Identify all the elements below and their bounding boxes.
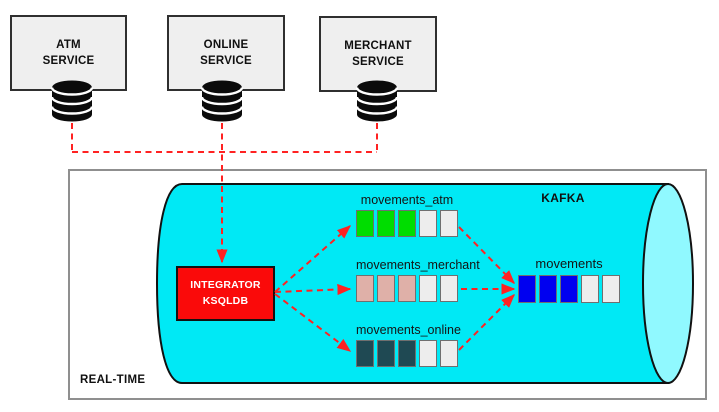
empty-cell bbox=[440, 275, 458, 302]
topic-movements-atm-partitions bbox=[356, 210, 458, 237]
atm-database-icon bbox=[51, 80, 93, 122]
empty-cell bbox=[419, 210, 437, 237]
message-cell bbox=[377, 340, 395, 367]
topic-movements-merchant-partitions bbox=[356, 275, 458, 302]
realtime-label: REAL-TIME bbox=[80, 374, 146, 386]
message-cell bbox=[518, 275, 536, 303]
online-database-icon bbox=[201, 80, 243, 122]
message-cell bbox=[356, 275, 374, 302]
topic-movements-atm: movements_atm bbox=[356, 193, 458, 237]
empty-cell bbox=[419, 275, 437, 302]
topic-movements-partitions bbox=[518, 275, 620, 303]
message-cell bbox=[398, 275, 416, 302]
message-cell bbox=[377, 210, 395, 237]
empty-cell bbox=[581, 275, 599, 303]
empty-cell bbox=[419, 340, 437, 367]
integrator-ksqldb-box: INTEGRATOR KSQLDB bbox=[176, 266, 275, 321]
message-cell bbox=[356, 210, 374, 237]
kafka-cylinder-end-cap bbox=[642, 183, 694, 384]
empty-cell bbox=[602, 275, 620, 303]
empty-cell bbox=[440, 340, 458, 367]
topic-movements-online: movements_online bbox=[356, 323, 461, 367]
message-cell bbox=[539, 275, 557, 303]
message-cell bbox=[398, 340, 416, 367]
merchant-service-box: MERCHANT SERVICE bbox=[319, 16, 437, 92]
empty-cell bbox=[440, 210, 458, 237]
message-cell bbox=[356, 340, 374, 367]
topic-movements: movements bbox=[518, 256, 620, 303]
topic-movements-atm-label: movements_atm bbox=[360, 193, 454, 207]
message-cell bbox=[560, 275, 578, 303]
topic-movements-label: movements bbox=[535, 256, 603, 271]
online-service-box: ONLINE SERVICE bbox=[167, 15, 285, 91]
atm-service-box: ATM SERVICE bbox=[10, 15, 127, 91]
topic-movements-online-label: movements_online bbox=[356, 323, 461, 337]
message-cell bbox=[398, 210, 416, 237]
merchant-database-icon bbox=[356, 80, 398, 122]
topic-movements-online-partitions bbox=[356, 340, 458, 367]
topic-movements-merchant: movements_merchant bbox=[356, 258, 480, 302]
topic-movements-merchant-label: movements_merchant bbox=[356, 258, 480, 272]
message-cell bbox=[377, 275, 395, 302]
kafka-label: KAFKA bbox=[541, 191, 585, 205]
